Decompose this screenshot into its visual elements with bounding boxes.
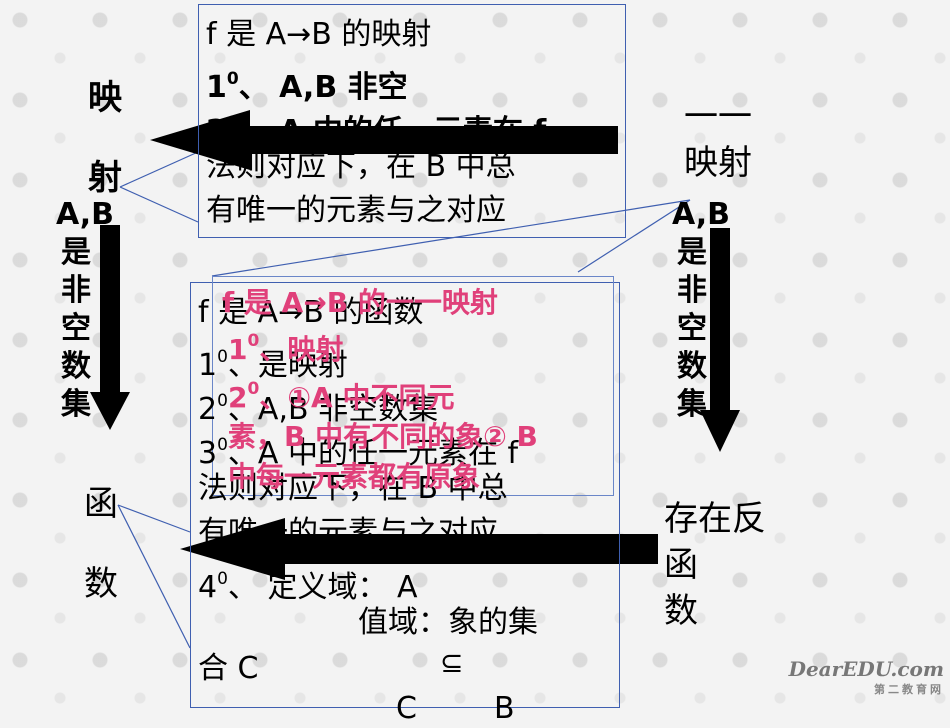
bijection-condition-1: 10、映射: [228, 331, 344, 366]
bijection-condition-2-line3: 中每一元素都有原象: [228, 460, 481, 493]
function-label: 函 数: [84, 484, 118, 604]
bijection-title: f 是 A→B 的一一映射: [222, 286, 498, 319]
bijection-label: 一一 映射: [684, 97, 752, 183]
function-connector: [117, 504, 191, 533]
mapping-condition-1: 10、 A,B 非空: [206, 69, 408, 105]
set-b-letter: B: [494, 691, 515, 726]
function-condition-1: 10、是映射: [198, 347, 348, 383]
arrow-bijection-to-inverse: [700, 228, 740, 452]
function-definition-box: [190, 282, 620, 708]
bijection-connector: [211, 199, 691, 277]
function-title: f 是 A→B 的函数: [198, 295, 424, 330]
function-range: 值域：象的集: [358, 605, 538, 640]
mapping-condition-2: 20、 A 中的任一元素在 f: [206, 113, 547, 149]
diagram-graphics: [90, 110, 740, 649]
bijection-connector: [577, 199, 691, 273]
mapping-connector: [119, 186, 199, 223]
left-arrow-condition: A,B 是 非 空 数 集: [56, 197, 115, 422]
right-arrow-condition: A,B 是 非 空 数 集: [672, 197, 731, 422]
function-connector: [117, 504, 191, 649]
bijection-condition-2-line2: 素，B 中有不同的象② B: [228, 420, 538, 453]
function-condition-2: 20、A,B 非空数集: [198, 391, 439, 427]
dearedu-logo: DearEDU.com 第二教育网: [788, 657, 944, 696]
set-c-letter: C: [396, 691, 417, 726]
function-condition-3-line2: 法则对应下，在 B 中总: [198, 471, 508, 506]
function-condition-3-line3: 有唯一的元素与之对应: [198, 515, 498, 550]
inverse-function-label: 存在反 函 数: [664, 499, 766, 631]
arrow-mapping-to-function: [90, 225, 130, 430]
subset-symbol: ⊆: [440, 646, 464, 679]
mapping-title: f 是 A→B 的映射: [206, 17, 432, 52]
bijection-condition-2: 20、①A 中不同元: [228, 379, 455, 414]
mapping-condition-2-line2: 法则对应下，在 B 中总: [206, 149, 516, 184]
function-set-c: 合 C: [198, 651, 259, 686]
mapping-definition-box: [198, 4, 626, 238]
mapping-connector: [119, 151, 199, 188]
mapping-label: 映 射: [88, 78, 122, 198]
function-condition-4: 40、 定义域： A: [198, 569, 418, 605]
arrow-to-function: [180, 518, 658, 580]
bijection-definition-box: [212, 276, 614, 496]
arrow-to-mapping: [150, 110, 618, 170]
function-condition-3: 30、A 中的任一元素在 f: [198, 435, 519, 471]
mapping-condition-2-line3: 有唯一的元素与之对应: [206, 193, 506, 228]
